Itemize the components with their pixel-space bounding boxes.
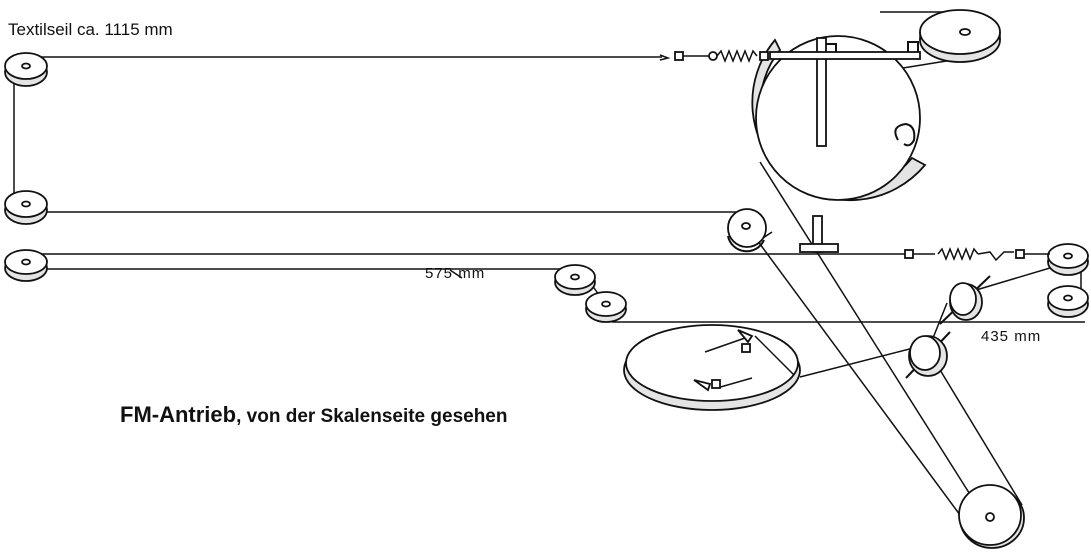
pulley-icon <box>4 190 48 225</box>
cord-length-label: Textilseil ca. 1115 mm <box>8 20 173 39</box>
pulley-icon <box>919 9 1001 63</box>
pointer-bracket-icon <box>769 37 921 147</box>
drive-drum-icon <box>908 335 948 377</box>
diagram-title: FM-Antrieb, von der Skalenseite gesehen <box>120 402 507 428</box>
pulley-icon <box>958 484 1025 549</box>
pulley-icon <box>4 52 48 87</box>
pulley-icon <box>1047 243 1089 276</box>
pulley-icon <box>4 249 48 282</box>
tuning-wheel-icon <box>623 324 801 411</box>
drive-drum-icon <box>949 282 983 321</box>
title-rest: , von der Skalenseite gesehen <box>236 406 508 427</box>
spring-icon <box>659 48 769 64</box>
title-bold: FM-Antrieb <box>120 402 237 427</box>
spring-icon <box>904 246 1050 262</box>
pulley-icon <box>585 291 627 323</box>
pulley-icon <box>1047 285 1089 318</box>
cord-lines <box>13 11 1085 516</box>
pulley-icon <box>727 208 767 253</box>
dimension-435-label: 435 mm <box>981 328 1042 345</box>
pointer-bracket-icon <box>799 215 839 253</box>
pulley-icon <box>554 264 596 296</box>
scale-drum <box>751 35 927 201</box>
